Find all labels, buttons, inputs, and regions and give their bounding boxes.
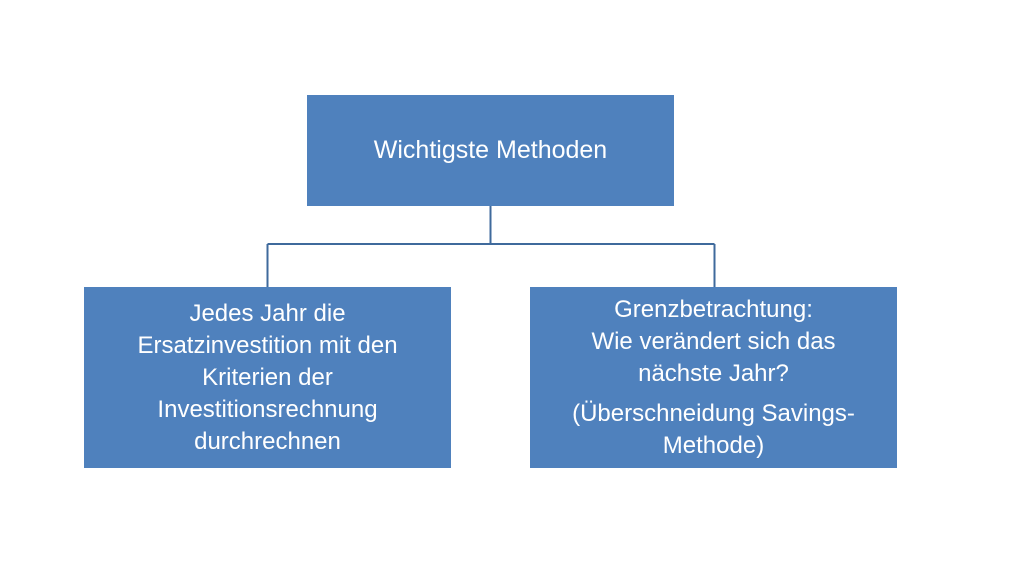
- left-node-line: durchrechnen: [194, 427, 341, 455]
- root-node-box: Wichtigste Methoden: [307, 95, 674, 206]
- right-node-line: nächste Jahr?: [638, 359, 789, 387]
- child-node-box-left: Jedes Jahr die Ersatzinvestition mit den…: [84, 287, 451, 468]
- right-node-note-line: Methode): [662, 431, 765, 459]
- left-node-line: Kriterien der: [202, 363, 333, 391]
- root-node-label: Wichtigste Methoden: [373, 136, 608, 164]
- right-node-note-line: (Überschneidung Savings-: [572, 399, 855, 427]
- right-node-line: Grenzbetrachtung:: [614, 295, 813, 323]
- child-node-box-right: Grenzbetrachtung: Wie verändert sich das…: [530, 287, 897, 468]
- left-node-line: Investitionsrechnung: [157, 395, 378, 423]
- right-node-line: Wie verändert sich das: [591, 327, 836, 355]
- left-node-line: Ersatzinvestition mit den: [137, 331, 398, 359]
- left-node-line: Jedes Jahr die: [189, 299, 346, 327]
